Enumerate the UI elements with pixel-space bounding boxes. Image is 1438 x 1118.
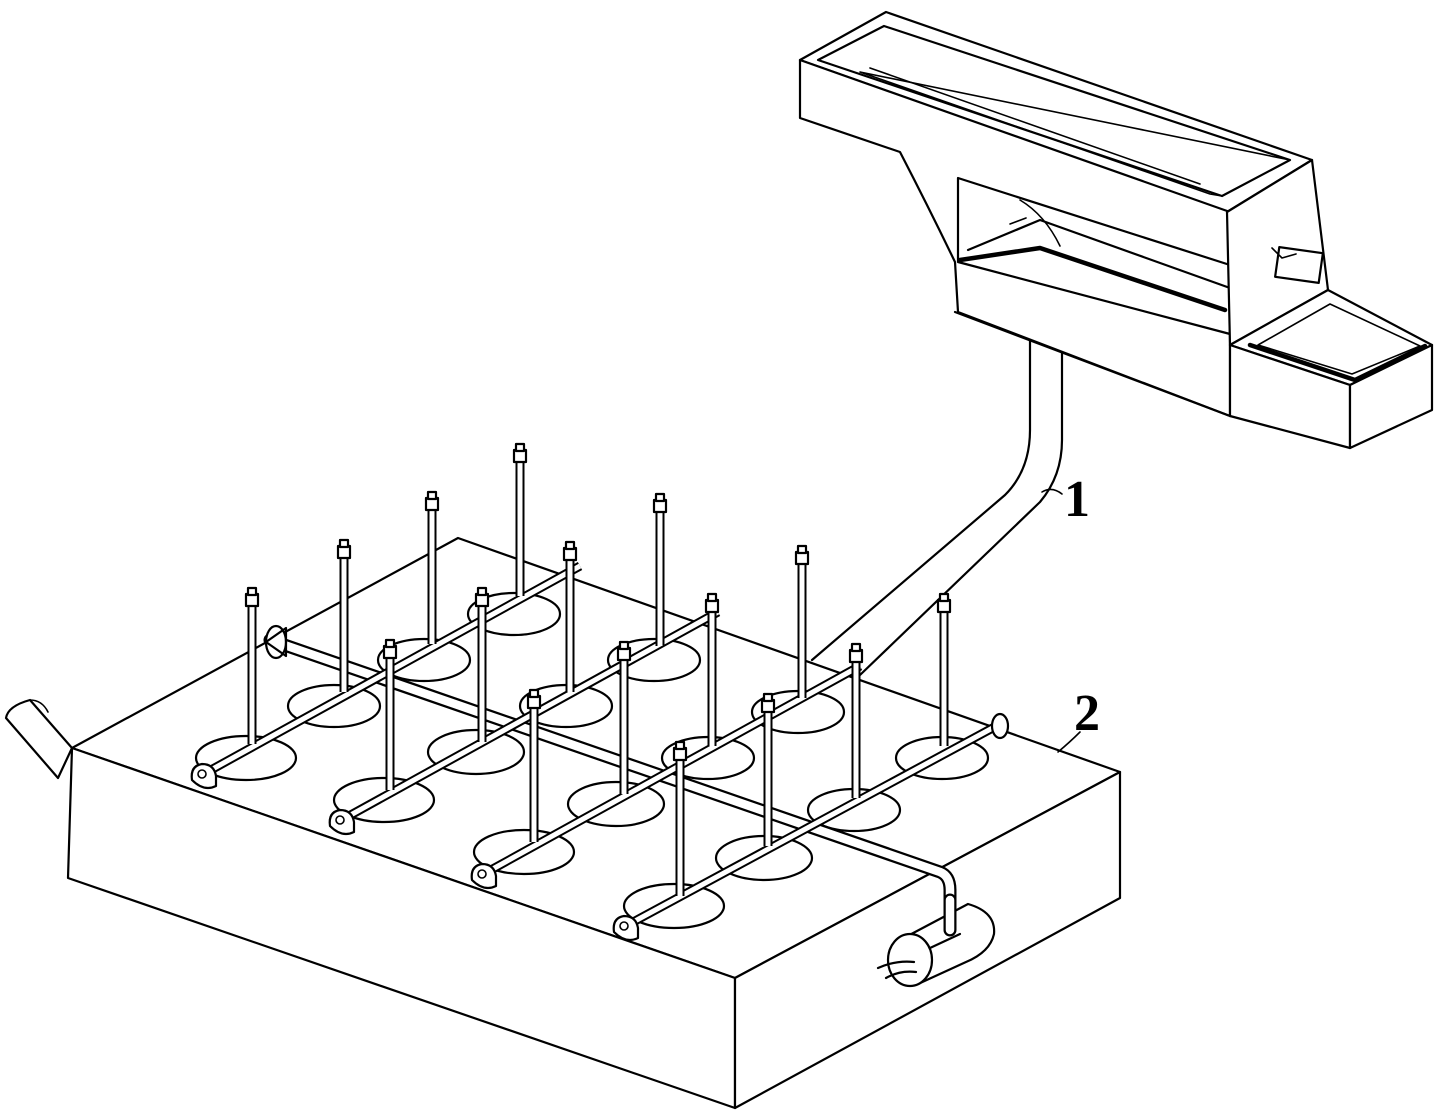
nozzle-rod xyxy=(382,638,398,790)
nozzle-rod xyxy=(760,692,776,846)
nozzle-rod xyxy=(336,538,352,692)
tank xyxy=(4,536,1122,1110)
feed-pipe xyxy=(810,338,1064,677)
label-part-2: 2 xyxy=(1074,685,1100,742)
nozzle-rod xyxy=(424,490,440,644)
nozzle-rod xyxy=(616,640,632,794)
leader-line-2 xyxy=(1057,731,1081,753)
branch-bar xyxy=(612,712,1010,942)
manifold-end-fitting xyxy=(264,624,288,660)
left-spout xyxy=(4,698,74,780)
branch-bar xyxy=(470,662,863,890)
nozzle-rod xyxy=(526,688,542,842)
nozzle-rod xyxy=(652,492,668,646)
nozzle-rod xyxy=(704,592,720,746)
distribution-bars xyxy=(190,562,1010,942)
callouts: 1 2 xyxy=(1041,471,1100,753)
nozzle-rod xyxy=(512,442,528,596)
nozzle-rod xyxy=(936,592,952,746)
manifold-pipe xyxy=(263,624,957,937)
nozzle-rod xyxy=(244,586,260,744)
nozzle-rod xyxy=(848,642,864,798)
pump-unit xyxy=(876,893,996,988)
nozzle-rod xyxy=(562,540,578,692)
label-part-1: 1 xyxy=(1064,471,1090,528)
side-latch xyxy=(1271,245,1324,285)
nozzle-rod xyxy=(672,740,688,896)
nozzle-rod xyxy=(474,586,490,742)
hopper xyxy=(798,10,1434,450)
nozzle-rods xyxy=(244,442,952,896)
leader-line-1 xyxy=(1041,488,1063,495)
openings xyxy=(194,591,990,930)
branch-bar xyxy=(328,608,721,836)
nozzle-rod xyxy=(794,544,810,698)
